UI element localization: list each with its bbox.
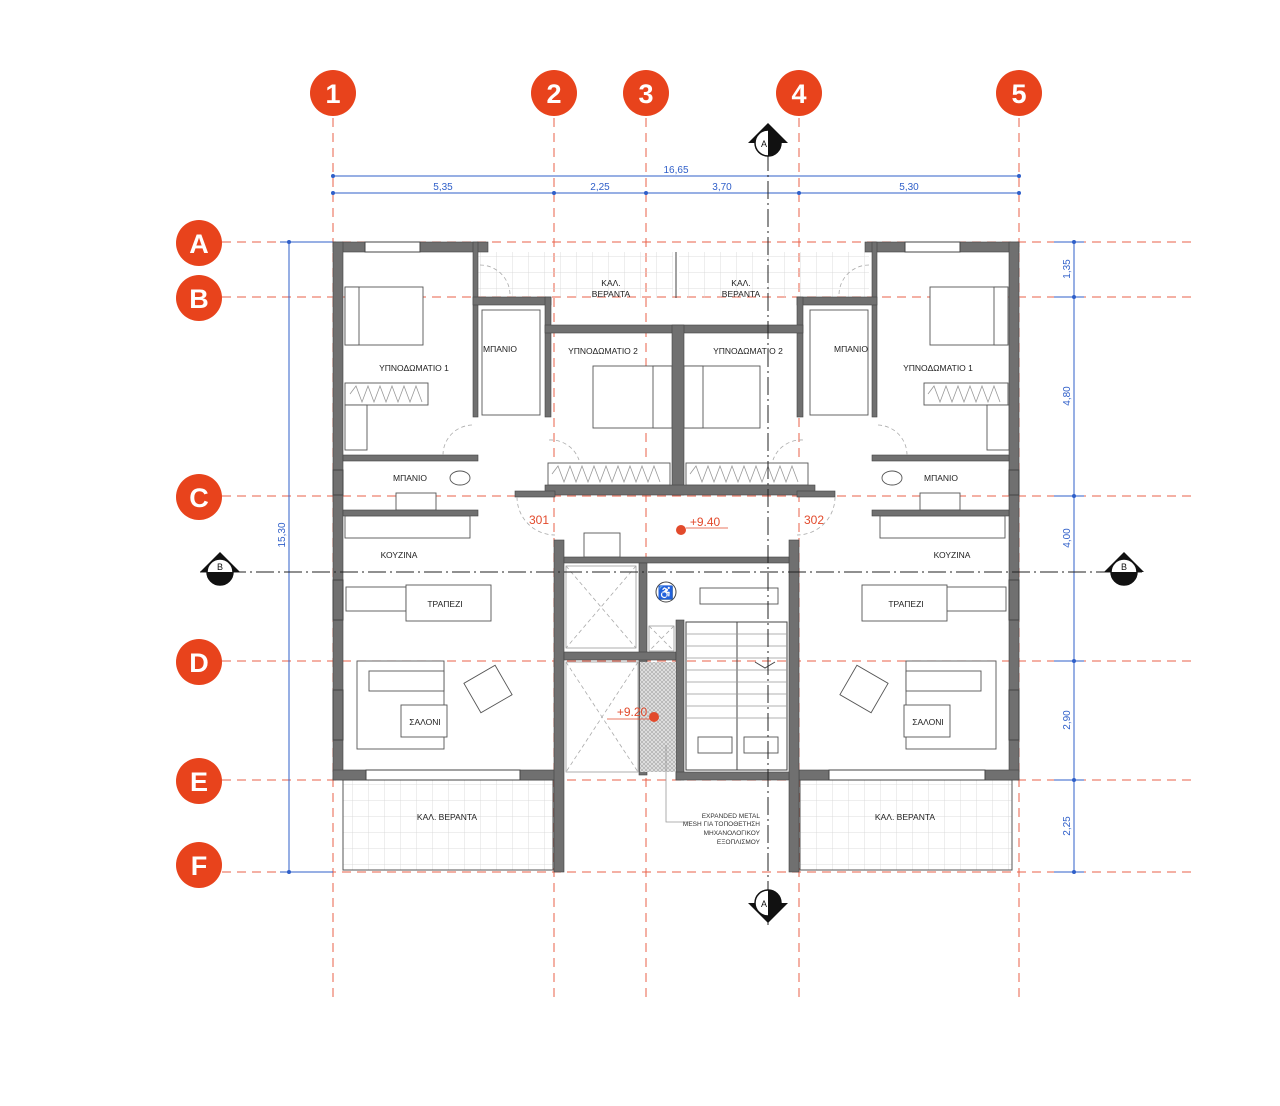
svg-text:ΜΠΑΝΙΟ: ΜΠΑΝΙΟ xyxy=(834,344,868,354)
level-marker-icon xyxy=(649,712,659,722)
svg-text:ΕΞΟΠΛΙΣΜΟΥ: ΕΞΟΠΛΙΣΜΟΥ xyxy=(717,839,761,846)
svg-text:MESH ΓΙΑ ΤΟΠΟΘΕΤΗΣΗ: MESH ΓΙΑ ΤΟΠΟΘΕΤΗΣΗ xyxy=(683,821,760,828)
level-landing: +9.40 xyxy=(690,515,721,529)
level-shaft: +9.20 xyxy=(617,705,648,719)
svg-text:B: B xyxy=(1121,562,1127,572)
dimension-total-width: 16,65 xyxy=(663,165,688,176)
svg-text:ΜΗΧΑΝΟΛΟΓΙΚΟΥ: ΜΗΧΑΝΟΛΟΓΙΚΟΥ xyxy=(704,830,761,837)
svg-text:2,25: 2,25 xyxy=(1062,816,1073,836)
grid-row-f: F xyxy=(176,842,222,888)
windows xyxy=(332,241,1020,781)
section-marker-b-right: B xyxy=(1104,552,1144,586)
svg-text:2,90: 2,90 xyxy=(1062,710,1073,730)
unit-301: 301 xyxy=(529,513,549,527)
grid-row-a: A xyxy=(176,220,222,266)
svg-text:4,80: 4,80 xyxy=(1062,386,1073,406)
svg-text:EXPANDED METAL: EXPANDED METAL xyxy=(702,813,761,820)
mesh-note: EXPANDED METAL MESH ΓΙΑ ΤΟΠΟΘΕΤΗΣΗ ΜΗΧΑΝ… xyxy=(665,745,761,846)
dimension-span: 2,25 xyxy=(590,182,610,193)
grid-row-d: D xyxy=(176,639,222,685)
grid-column-1: 1 xyxy=(310,70,356,116)
section-lines xyxy=(200,125,1145,925)
furniture-right xyxy=(683,286,1010,750)
dimension-span: 5,35 xyxy=(433,182,453,193)
svg-text:1,35: 1,35 xyxy=(1062,259,1073,279)
svg-text:ΣΑΛΟΝΙ: ΣΑΛΟΝΙ xyxy=(409,717,441,727)
svg-text:C: C xyxy=(189,483,209,513)
svg-text:ΚΟΥΖΙΝΑ: ΚΟΥΖΙΝΑ xyxy=(381,550,418,560)
svg-text:ΜΠΑΝΙΟ: ΜΠΑΝΙΟ xyxy=(483,344,517,354)
wheelchair-icon: ♿ xyxy=(658,585,674,600)
level-marker-icon xyxy=(676,525,686,535)
svg-text:A: A xyxy=(761,139,767,149)
svg-text:ΤΡΑΠΕΖΙ: ΤΡΑΠΕΖΙ xyxy=(888,599,923,609)
svg-text:ΜΠΑΝΙΟ: ΜΠΑΝΙΟ xyxy=(924,473,958,483)
svg-text:5: 5 xyxy=(1011,79,1026,109)
svg-text:ΚΑΛ. ΒΕΡΑΝΤΑ: ΚΑΛ. ΒΕΡΑΝΤΑ xyxy=(417,812,477,822)
svg-text:4: 4 xyxy=(791,79,806,109)
svg-text:E: E xyxy=(190,767,208,797)
furniture-left xyxy=(344,286,673,750)
svg-text:ΒΕΡΑΝΤΑ: ΒΕΡΑΝΤΑ xyxy=(592,289,631,299)
svg-text:B: B xyxy=(217,562,223,572)
staircase: ♿ xyxy=(655,581,788,771)
svg-text:B: B xyxy=(189,284,209,314)
svg-text:ΥΠΝΟΔΩΜΑΤΙΟ 2: ΥΠΝΟΔΩΜΑΤΙΟ 2 xyxy=(713,346,783,356)
section-marker-b-left: B xyxy=(200,552,240,586)
svg-text:ΜΠΑΝΙΟ: ΜΠΑΝΙΟ xyxy=(393,473,427,483)
grid-row-b: B xyxy=(176,275,222,321)
verandas xyxy=(342,252,1013,871)
svg-text:2: 2 xyxy=(546,79,561,109)
svg-text:ΤΡΑΠΕΖΙ: ΤΡΑΠΕΖΙ xyxy=(427,599,462,609)
door-swings xyxy=(442,264,908,536)
svg-text:ΚΑΛ.: ΚΑΛ. xyxy=(731,278,750,288)
grid-row-c: C xyxy=(176,474,222,520)
grid-column-5: 5 xyxy=(996,70,1042,116)
grid-row-e: E xyxy=(176,758,222,804)
accessibility-icon xyxy=(655,581,677,603)
grid-column-4: 4 xyxy=(776,70,822,116)
top-dimensions: 16,65 5,35 2,25 3,70 5,30 xyxy=(331,165,1021,195)
dimension-span: 5,30 xyxy=(899,182,919,193)
svg-text:ΥΠΝΟΔΩΜΑΤΙΟ 1: ΥΠΝΟΔΩΜΑΤΙΟ 1 xyxy=(903,363,973,373)
section-marker-a-bottom: A xyxy=(748,889,788,923)
unit-302: 302 xyxy=(804,513,824,527)
svg-text:ΚΑΛ.: ΚΑΛ. xyxy=(601,278,620,288)
dimension-span: 3,70 xyxy=(712,182,732,193)
grid-column-3: 3 xyxy=(623,70,669,116)
svg-text:1: 1 xyxy=(325,79,340,109)
svg-text:4,00: 4,00 xyxy=(1062,528,1073,548)
svg-text:ΣΑΛΟΝΙ: ΣΑΛΟΝΙ xyxy=(912,717,944,727)
svg-text:ΥΠΝΟΔΩΜΑΤΙΟ 2: ΥΠΝΟΔΩΜΑΤΙΟ 2 xyxy=(568,346,638,356)
room-labels: ΚΑΛ. ΒΕΡΑΝΤΑ ΚΑΛ. ΒΕΡΑΝΤΑ ΥΠΝΟΔΩΜΑΤΙΟ 1 … xyxy=(379,278,973,822)
left-dimension: 15,30 xyxy=(277,240,333,874)
right-dimension: 1,35 4,80 4,00 2,90 2,25 xyxy=(1054,240,1084,874)
lift-shaft xyxy=(565,532,675,773)
walls xyxy=(332,241,1020,873)
dimension-total-depth: 15,30 xyxy=(277,522,288,547)
svg-text:ΒΕΡΑΝΤΑ: ΒΕΡΑΝΤΑ xyxy=(722,289,761,299)
svg-text:ΥΠΝΟΔΩΜΑΤΙΟ 1: ΥΠΝΟΔΩΜΑΤΙΟ 1 xyxy=(379,363,449,373)
svg-text:3: 3 xyxy=(638,79,653,109)
grid-column-2: 2 xyxy=(531,70,577,116)
unit-numbers: 301 302 xyxy=(529,513,824,527)
level-markers: +9.40 +9.20 xyxy=(607,515,728,722)
svg-text:A: A xyxy=(761,899,767,909)
svg-text:ΚΑΛ. ΒΕΡΑΝΤΑ: ΚΑΛ. ΒΕΡΑΝΤΑ xyxy=(875,812,935,822)
svg-text:ΚΟΥΖΙΝΑ: ΚΟΥΖΙΝΑ xyxy=(934,550,971,560)
svg-text:D: D xyxy=(189,648,209,678)
svg-text:A: A xyxy=(189,229,209,259)
svg-text:F: F xyxy=(191,851,208,881)
section-marker-a-top: A xyxy=(748,123,788,157)
